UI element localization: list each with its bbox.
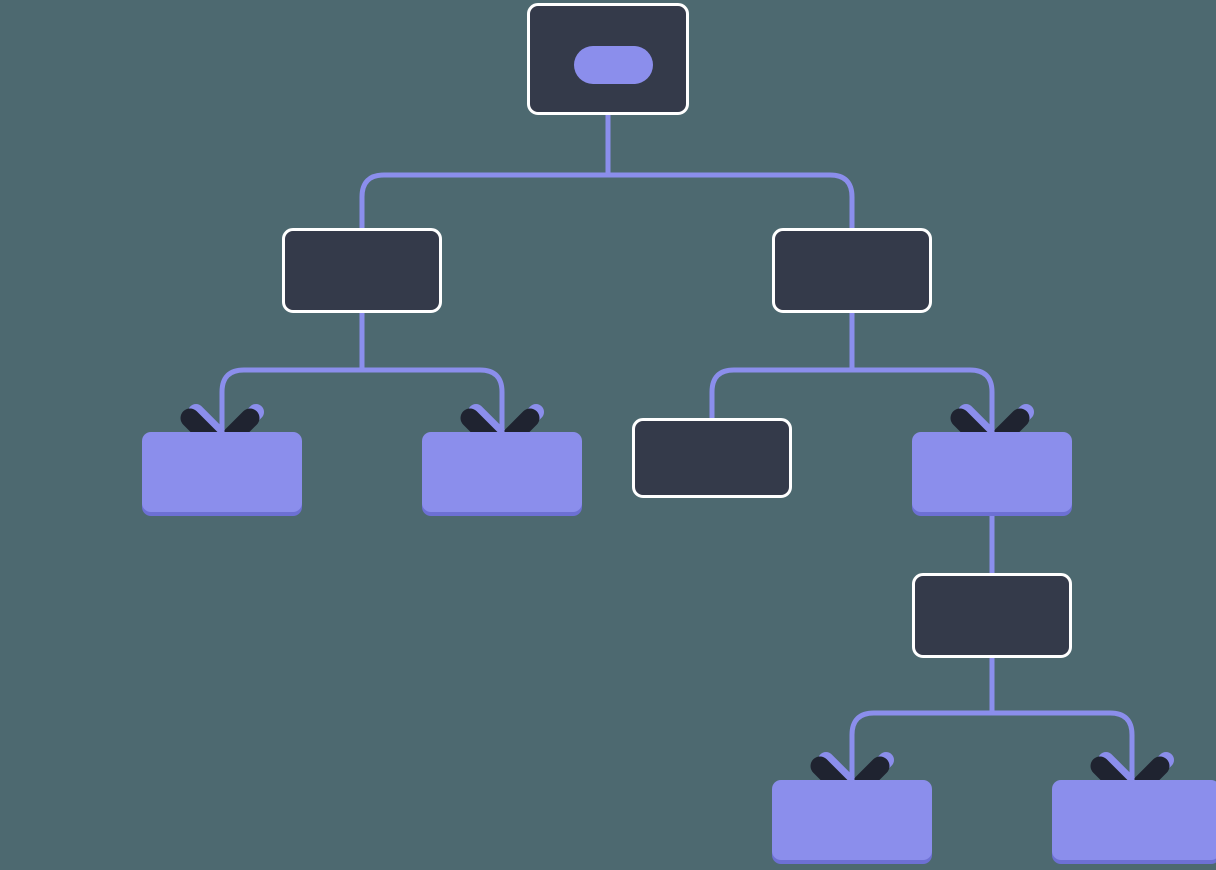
edge-n7-n9 [989,710,1135,789]
edge-n1-n3 [219,310,365,441]
root-pill-marker [574,46,653,84]
tree-node-root[interactable] [527,3,689,115]
tree-node-leaf-2[interactable] [422,432,582,512]
tree-node-level1-right[interactable] [772,228,932,313]
tree-node-dark-leaf[interactable] [632,418,792,498]
edge-n2-n6 [849,367,995,441]
tree-node-leaf-1[interactable] [142,432,302,512]
edge-n1-n4 [359,367,505,441]
edge-n0-n1 [359,112,611,231]
tree-node-level3[interactable] [912,573,1072,658]
tree-node-leaf-3[interactable] [772,780,932,860]
edge-n2-n5 [709,310,855,421]
tree-node-leaf-4[interactable] [1052,780,1216,860]
edge-n0-n2 [605,172,855,231]
tree-node-level1-left[interactable] [282,228,442,313]
tree-node-branch-right[interactable] [912,432,1072,512]
edge-n7-n8 [849,655,995,789]
